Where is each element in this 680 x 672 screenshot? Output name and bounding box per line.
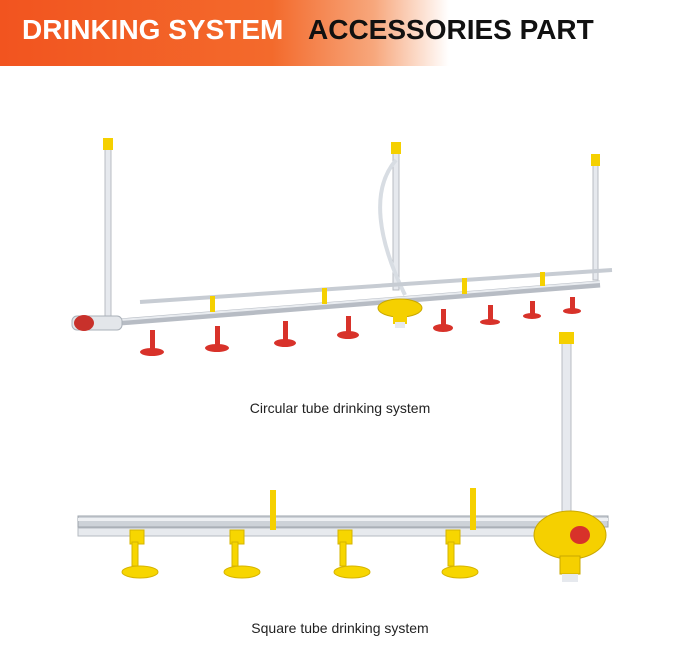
square-tube-system-image [0, 330, 680, 590]
square-tube-illustration [77, 332, 609, 582]
square-tube-caption: Square tube drinking system [251, 620, 429, 636]
header-banner: DRINKING SYSTEM ACCESSORIES PART [0, 0, 680, 66]
circular-tube-illustration [71, 138, 613, 356]
circular-tube-system-image [0, 130, 680, 370]
banner-title: DRINKING SYSTEM [22, 14, 284, 45]
banner-subtitle: ACCESSORIES PART [308, 14, 594, 45]
circular-tube-caption: Circular tube drinking system [249, 400, 431, 416]
